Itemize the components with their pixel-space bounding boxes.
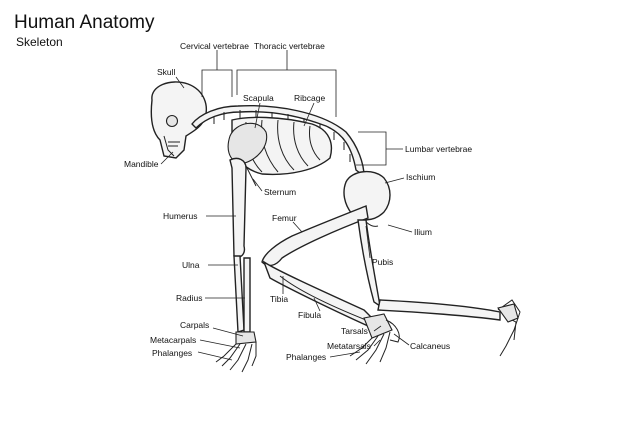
ischium-leader xyxy=(384,177,405,184)
label-mandible: Mandible xyxy=(124,159,159,169)
label-tarsals: Tarsals xyxy=(341,326,368,336)
label-fibula: Fibula xyxy=(298,310,321,320)
pelvis-shape xyxy=(343,171,391,221)
scapula-shape xyxy=(227,122,268,165)
lumbar-bracket xyxy=(356,131,387,166)
label-ulna: Ulna xyxy=(182,260,200,270)
humerus-shape xyxy=(229,157,247,258)
diagram-subtitle: Skeleton xyxy=(16,35,63,49)
vertebrae-brackets xyxy=(201,50,403,166)
label-ilium: Ilium xyxy=(414,227,432,237)
scapula-leader xyxy=(254,102,261,129)
label-ischium: Ischium xyxy=(406,172,435,182)
diagram-title: Human Anatomy xyxy=(14,12,155,33)
skull-leader xyxy=(175,76,185,89)
labels: Skull Cervical vertebrae Thoracic verteb… xyxy=(124,41,472,362)
label-cervical-vertebrae: Cervical vertebrae xyxy=(180,41,249,51)
radius-shape xyxy=(243,257,251,333)
fibula-leader xyxy=(313,297,321,312)
phalanges-foot-leader xyxy=(329,351,361,358)
label-tibia: Tibia xyxy=(270,294,288,304)
carpals-leader xyxy=(212,327,244,337)
label-ribcage: Ribcage xyxy=(294,93,325,103)
femur-shape xyxy=(261,205,369,267)
mandible-leader xyxy=(160,151,174,165)
eye-socket xyxy=(165,114,179,128)
hand-bones xyxy=(215,342,257,373)
metatarsals-leader xyxy=(373,339,381,347)
leader-lines xyxy=(160,76,413,361)
label-phalanges-foot: Phalanges xyxy=(286,352,326,362)
label-femur: Femur xyxy=(272,213,297,223)
skeleton-drawing xyxy=(150,81,521,373)
thoracic-bracket xyxy=(236,69,337,117)
fibula-shape xyxy=(279,275,367,321)
ilium-leader xyxy=(387,224,413,233)
label-radius: Radius xyxy=(176,293,202,303)
label-carpals: Carpals xyxy=(180,320,209,330)
label-phalanges-hand: Phalanges xyxy=(152,348,192,358)
phalanges-hand-leader xyxy=(197,351,233,361)
tarsals-shape xyxy=(363,313,393,339)
tarsals-leader xyxy=(373,325,382,332)
metacarpals-leader xyxy=(199,339,241,349)
label-metatarsals: Metatarsals xyxy=(327,341,371,351)
femur-leader xyxy=(292,221,303,233)
label-lumbar-vertebrae: Lumbar vertebrae xyxy=(405,144,472,154)
carpals-shape xyxy=(235,331,257,345)
back-shin-shape xyxy=(377,299,501,321)
pubis-leader xyxy=(365,225,371,259)
mandible-shape xyxy=(163,135,175,157)
back-tarsals xyxy=(497,303,519,323)
label-sternum: Sternum xyxy=(264,187,296,197)
label-metacarpals: Metacarpals xyxy=(150,335,196,345)
ribcage-leader xyxy=(303,102,315,127)
label-humerus: Humerus xyxy=(163,211,197,221)
label-skull: Skull xyxy=(157,67,176,77)
label-thoracic-vertebrae: Thoracic vertebrae xyxy=(254,41,325,51)
label-calcaneus: Calcaneus xyxy=(410,341,450,351)
teeth xyxy=(168,141,180,147)
sternum-shape xyxy=(245,165,257,187)
label-pubis: Pubis xyxy=(372,257,393,267)
calcaneus-leader xyxy=(393,333,410,346)
cervical-bracket xyxy=(201,69,233,97)
calcaneus-shape xyxy=(385,319,400,343)
ulna-shape xyxy=(233,255,245,333)
foot-bones xyxy=(349,331,391,365)
sternum-leader xyxy=(252,178,263,192)
label-scapula: Scapula xyxy=(243,93,274,103)
